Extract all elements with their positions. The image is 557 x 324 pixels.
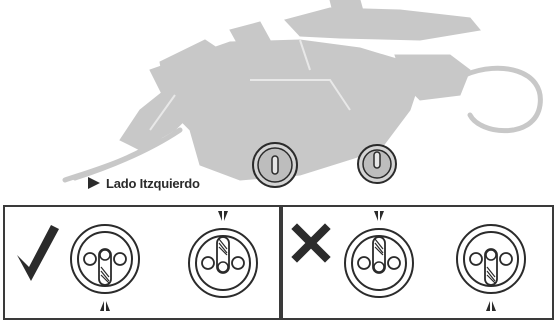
checkmark-icon bbox=[17, 225, 59, 281]
alignment-marker-icon bbox=[374, 211, 384, 221]
wheel-diagram-correct-1 bbox=[70, 224, 140, 311]
wheel-callout-right bbox=[357, 144, 397, 184]
wheel-diagram-incorrect-2 bbox=[456, 224, 526, 311]
alignment-marker-icon bbox=[486, 301, 496, 311]
wheel-callout-left bbox=[252, 142, 298, 188]
alignment-marker-icon bbox=[218, 211, 228, 221]
side-label-text: Lado Itzquierdo bbox=[106, 175, 200, 191]
incorrect-orientation-panel bbox=[281, 205, 554, 320]
cross-icon bbox=[291, 223, 331, 263]
play-arrow-icon bbox=[88, 177, 100, 189]
side-label: Lado Itzquierdo bbox=[88, 172, 200, 194]
alignment-marker-icon bbox=[100, 301, 110, 311]
wheel-diagram-incorrect-1 bbox=[344, 211, 414, 298]
correct-orientation-panel bbox=[3, 205, 281, 320]
wheel-diagram-correct-2 bbox=[188, 211, 258, 298]
machine-silhouette-illustration bbox=[62, 0, 543, 183]
